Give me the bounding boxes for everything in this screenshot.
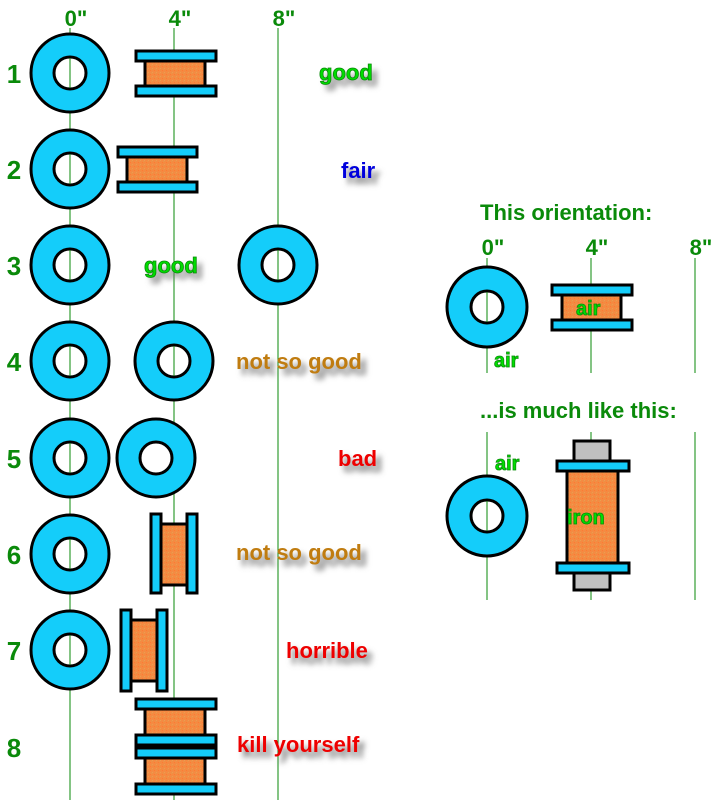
right-axis-label-0in: 0" [482,235,505,260]
svg-text:horrible: horrible [291,644,373,669]
svg-text:good: good [144,253,198,278]
row-number-2: 2 [7,155,21,185]
svg-text:not so good: not so good [236,540,362,565]
verdicts: good good fair fair good good not so goo… [144,60,383,763]
heading-this-orientation: This orientation: [480,200,652,225]
svg-text:kill yourself: kill yourself [242,738,365,763]
row-number-6: 6 [7,540,21,570]
svg-text:bad: bad [338,446,377,471]
iron-core-bobbin [555,439,631,592]
svg-text:good: good [149,259,203,284]
svg-text:not so good: not so good [241,546,367,571]
axis-label-0in: 0" [65,6,88,31]
bobbin-row7 [119,608,169,693]
verdict-row6: not so good not so good [236,540,367,571]
iron-label: iron [567,507,605,529]
row-number-8: 8 [7,733,21,763]
svg-text:not so good: not so good [241,355,367,380]
right-axis-label-4in: 4" [586,235,609,260]
verdict-row2: fair fair [341,158,381,189]
bobbins [116,49,218,796]
verdict-row1: good good [319,60,378,91]
bobbin-row1 [134,49,218,98]
right-axis-label-8in: 8" [690,235,713,260]
row-number-7: 7 [7,636,21,666]
ring-air-label-top: air [494,350,519,372]
svg-text:kill yourself: kill yourself [237,732,360,757]
bobbin-row2 [116,145,199,194]
ring-air-label-bottom: air [495,453,520,475]
verdict-row7: horrible horrible [286,638,373,669]
svg-text:horrible: horrible [286,638,368,663]
svg-text:fair: fair [341,158,376,183]
row-number-4: 4 [7,347,22,377]
bobbin-row6 [149,512,199,595]
right-bobbin-top [550,283,634,332]
verdict-row4: not so good not so good [236,349,367,380]
svg-text:good: good [324,66,378,91]
bobbin-air-label: air [576,298,601,320]
row-number-5: 5 [7,444,21,474]
svg-text:bad: bad [343,452,382,477]
bobbin-row8-lower [134,746,218,796]
svg-text:not so good: not so good [236,349,362,374]
svg-text:good: good [319,60,373,85]
iron-coil-body [565,468,620,566]
ring-row5-2in [115,417,197,499]
row-number-3: 3 [7,251,21,281]
bobbin-row8-upper [134,697,218,747]
heading-much-like-this: ...is much like this: [480,398,677,423]
svg-text:fair: fair [346,164,381,189]
verdict-row8: kill yourself kill yourself [237,732,365,763]
row-number-1: 1 [7,59,21,89]
guide-lines-through-holes [69,58,279,665]
axis-label-8in: 8" [273,6,296,31]
verdict-row5: bad bad [338,446,382,477]
axis-label-4in: 4" [169,6,192,31]
verdict-row3: good good [144,253,203,284]
